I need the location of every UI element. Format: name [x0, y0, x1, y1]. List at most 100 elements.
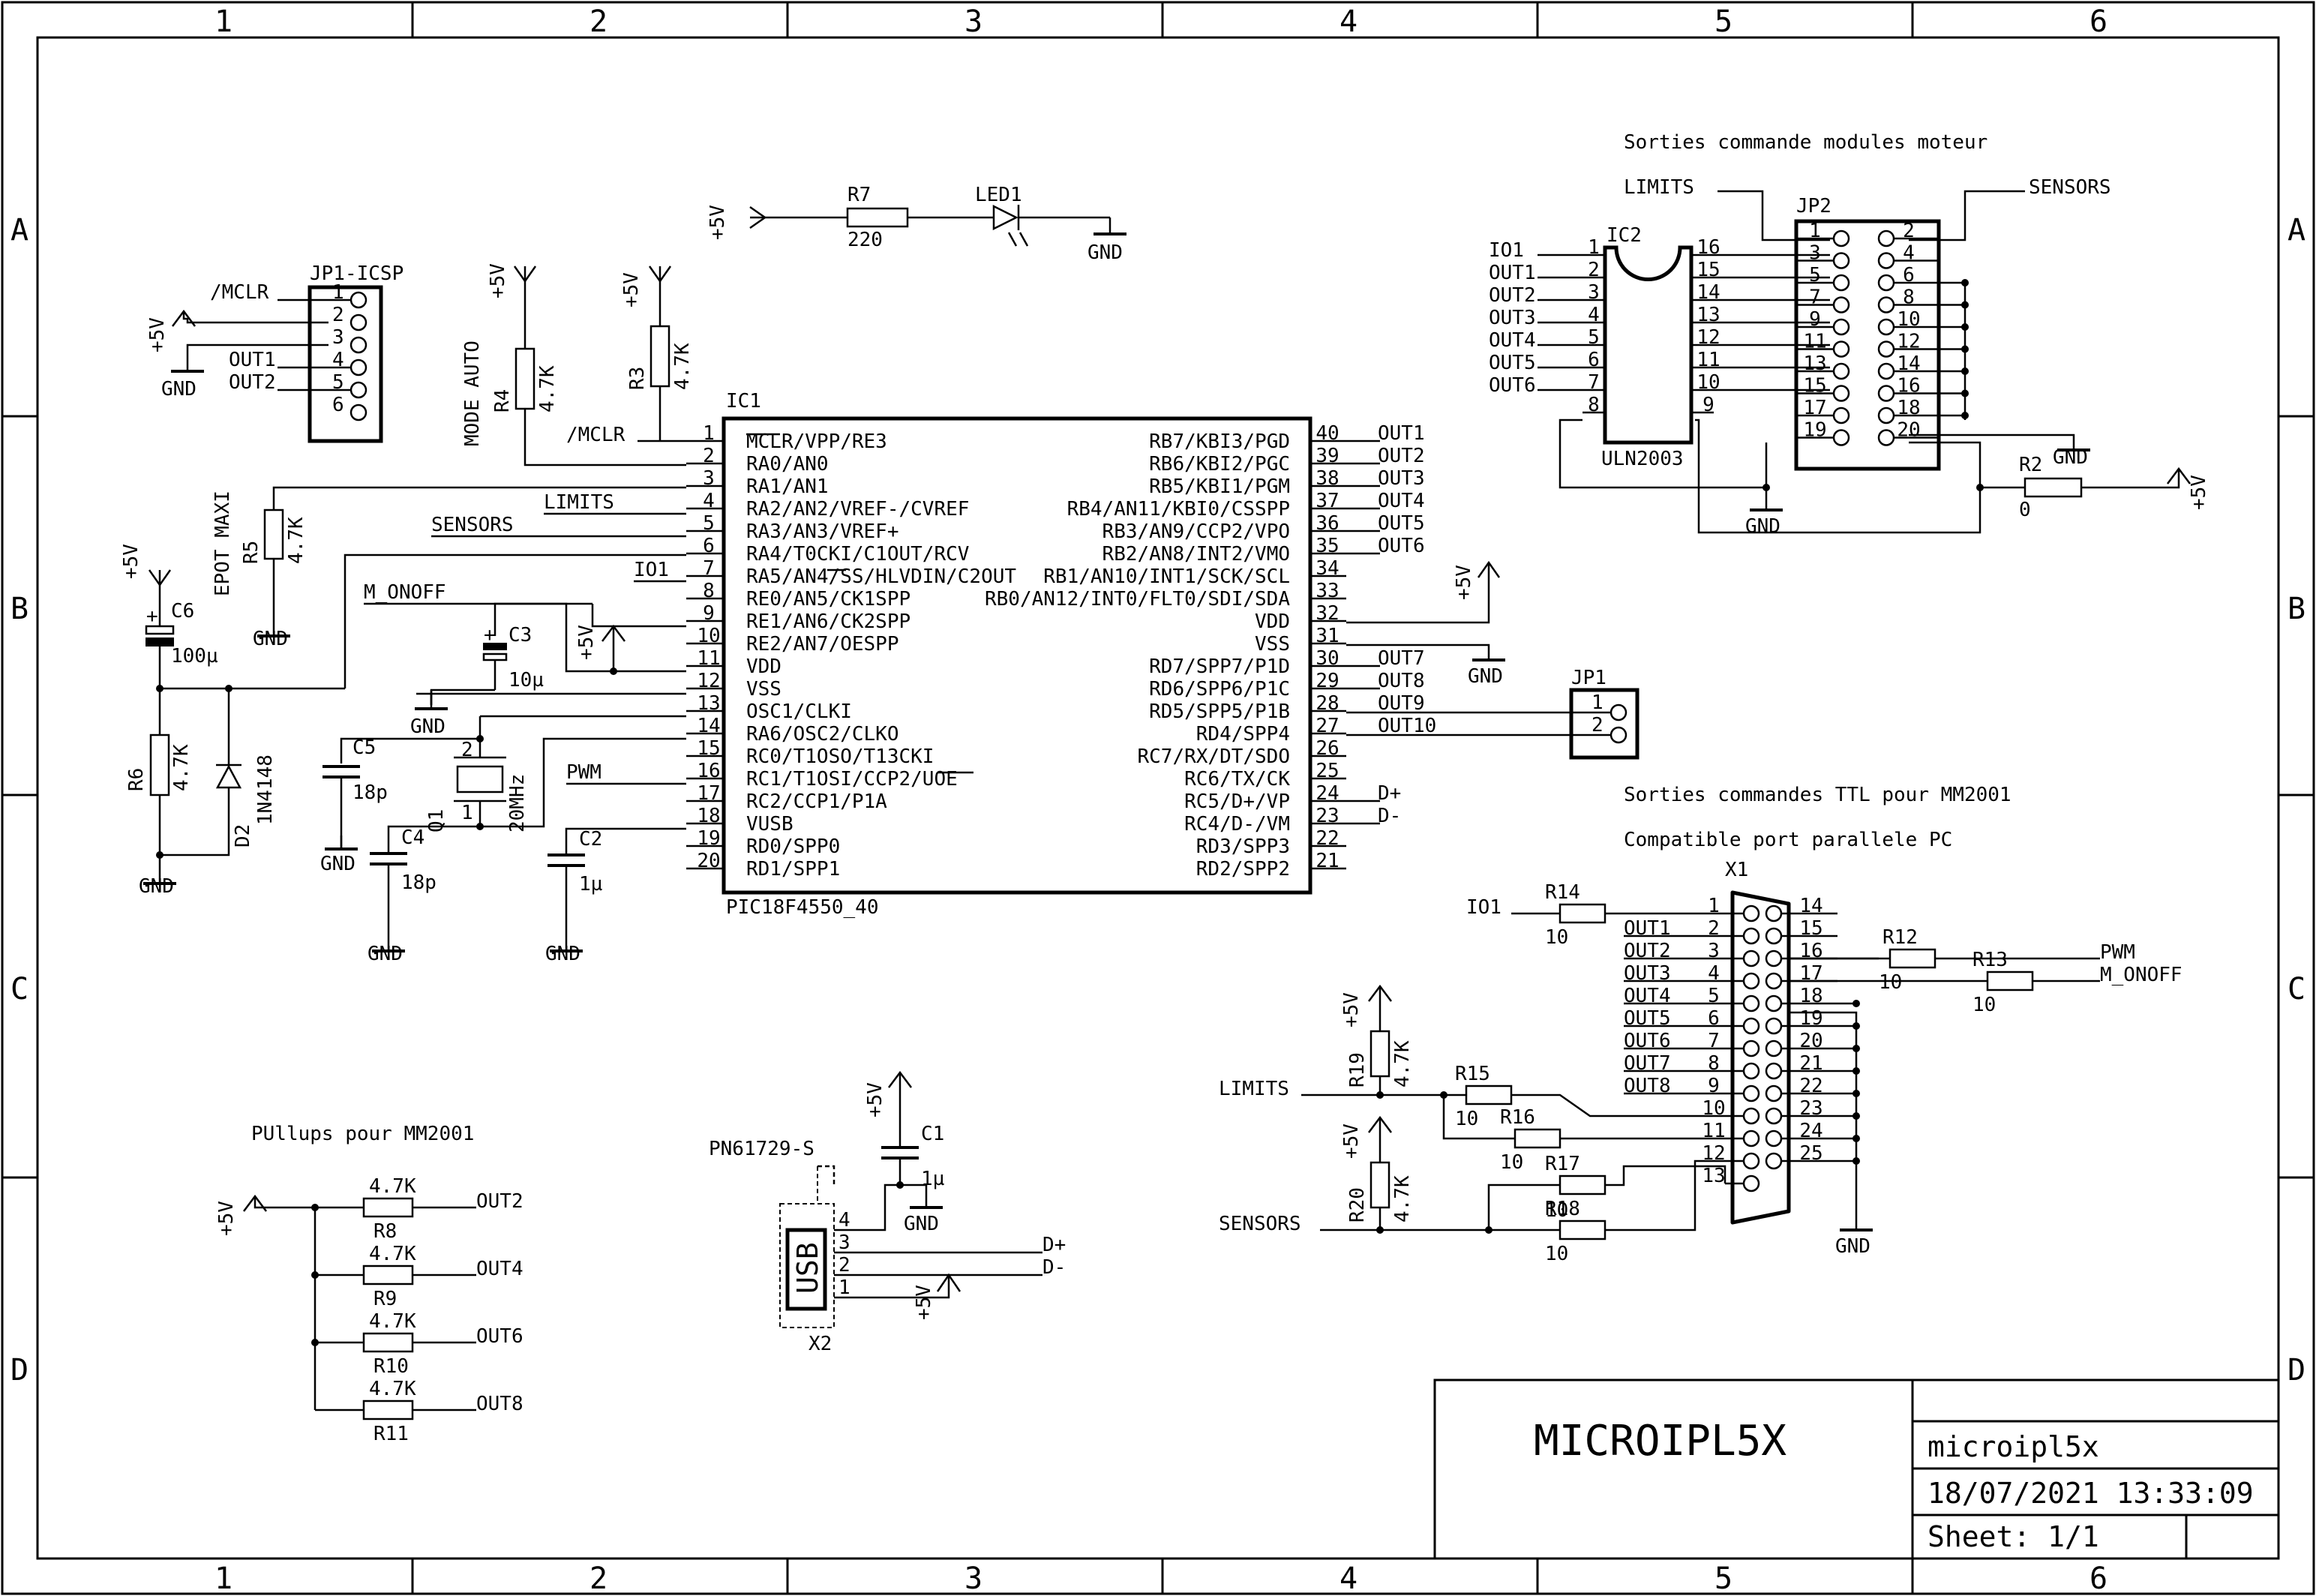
row-label-b-right: B — [2288, 592, 2306, 626]
ic2-pin-number: 7 — [1588, 371, 1600, 394]
col-label-5-bottom: 5 — [1714, 1562, 1732, 1596]
r9-ref: R9 — [374, 1288, 397, 1310]
ic2-ref: IC2 — [1606, 224, 1642, 247]
jp2-pin-number: 3 — [1809, 242, 1821, 265]
ic1-pin-name: RA1/AN1 — [746, 476, 829, 498]
pullups-mm2001: PUllups pour MM2001 +5V 4.7K R8 OUT2 4.7… — [215, 1123, 524, 1445]
r8-ref: R8 — [374, 1220, 397, 1243]
jp2-limits: LIMITS — [1624, 176, 1694, 199]
ic1-pin-number: 12 — [697, 670, 720, 692]
gnd-jp2: GND — [2053, 446, 2088, 469]
x1-net-label: OUT5 — [1624, 1007, 1671, 1030]
x1-net-label: OUT6 — [1624, 1030, 1671, 1052]
ic1-pin-number: 14 — [697, 715, 720, 737]
ic1-pin-number: 13 — [697, 692, 720, 715]
r6-ref: R6 — [125, 768, 148, 791]
gnd-r5: GND — [253, 628, 288, 650]
q1-value: 20MHz — [506, 774, 529, 832]
r4-mode-auto: +5V R4 4.7K MODE AUTO — [461, 263, 686, 466]
r15-ref: R15 — [1455, 1063, 1490, 1085]
x1-limits: LIMITS — [1219, 1078, 1289, 1100]
x1-m-onoff: M_ONOFF — [2100, 964, 2182, 986]
file-name: microipl5x — [1928, 1430, 2099, 1463]
ic1-pin-name: RA2/AN2/VREF-/CVREF — [746, 498, 969, 520]
ic1-pin-name: RC4/D-/VM — [1184, 813, 1290, 836]
r16-ref: R16 — [1500, 1106, 1535, 1129]
ic1-ref: IC1 — [726, 390, 761, 412]
ttl-note: Sorties commandes TTL pour MM2001 — [1624, 784, 2012, 806]
r11-ref: R11 — [374, 1423, 409, 1445]
row-label-d: D — [10, 1353, 28, 1388]
r15-value: 10 — [1455, 1108, 1478, 1130]
ic1-pin-name: RD4/SPP4 — [1196, 723, 1290, 746]
x1-ref: X1 — [1725, 859, 1748, 881]
ic1-pin-name: RC1/T1OSI/CCP2/UOE — [746, 768, 958, 790]
ic2-net-label: OUT6 — [1489, 374, 1536, 397]
ic1-pin-name: RC6/TX/CK — [1184, 768, 1290, 790]
net-limits: LIMITS — [544, 491, 614, 514]
ic1-pin-name: RB0/AN12/INT0/FLT0/SDI/SDA — [985, 588, 1290, 610]
ic1-right-net-label: OUT7 — [1378, 647, 1425, 670]
ic1-pin-name: RB1/AN10/INT1/SCK/SCL — [1043, 566, 1290, 588]
r5-epot-maxi: GND R5 4.7K EPOT MAXI — [212, 486, 686, 650]
x2-pin-3: 3 — [838, 1232, 850, 1254]
x1-pin-number: 2 — [1708, 917, 1720, 940]
c6-value: 100µ — [171, 645, 218, 668]
pullup-out6: OUT6 — [476, 1325, 524, 1348]
ic1-pin-number: 30 — [1316, 647, 1339, 670]
ic2-pin-number: 4 — [1588, 304, 1600, 326]
x1-pin-number: 13 — [1702, 1165, 1725, 1187]
ic1-right-net-label: OUT2 — [1378, 445, 1425, 467]
ic1-right-net-label: OUT9 — [1378, 692, 1425, 715]
jp1-header: 1 2 JP1 — [1346, 667, 1640, 760]
net-mclr: /MCLR — [566, 424, 626, 446]
q1-ref: Q1 — [425, 809, 448, 832]
row-label-b: B — [10, 592, 28, 626]
ic2-net-label: OUT5 — [1489, 352, 1536, 374]
c5-value: 18p — [352, 782, 388, 804]
ic1-pin-number: 4 — [703, 490, 715, 512]
r19-value: 4.7K — [1391, 1040, 1414, 1088]
sheet-number: Sheet: 1/1 — [1928, 1520, 2099, 1553]
c3-ref: C3 — [508, 624, 532, 646]
r4-value: 4.7K — [536, 365, 559, 412]
ic1-pin-number: 11 — [697, 647, 720, 670]
r13-ref: R13 — [1972, 949, 2008, 971]
ic1-pin-number: 37 — [1316, 490, 1339, 512]
col-label-3: 3 — [964, 4, 982, 39]
r9-value: 4.7K — [369, 1243, 416, 1265]
gnd-ic2: GND — [1745, 515, 1780, 538]
r5-ref: R5 — [240, 541, 262, 564]
c6-r6-d2-network: +5V + C6 100µ R6 4.7K D2 1N4148 GND — [120, 544, 686, 898]
icsp-pin-number: 5 — [332, 371, 344, 394]
ic1-right-net-label: OUT5 — [1378, 512, 1425, 535]
x1-net-label: OUT7 — [1624, 1052, 1671, 1075]
row-label-c-right: C — [2288, 972, 2306, 1006]
r14-ref: R14 — [1545, 881, 1580, 904]
icsp-pin-number: 6 — [332, 394, 344, 416]
ic1-pin-number: 38 — [1316, 467, 1339, 490]
ic1-pin-name: RD1/SPP1 — [746, 858, 840, 880]
jp1-pin-1: 1 — [1592, 692, 1604, 714]
c2-value: 1µ — [579, 873, 602, 896]
r3-mclr-pullup: +5V R3 4.7K — [620, 266, 694, 441]
ic1-pin-name: RE0/AN5/CK1SPP — [746, 588, 910, 610]
ic1-pin-name: RB6/KBI2/PGC — [1149, 453, 1290, 476]
ic1-pin-number: 40 — [1316, 422, 1339, 445]
jp1-pin-2: 2 — [1592, 714, 1604, 736]
motor-note: Sorties commande modules moteur — [1624, 131, 1988, 154]
ic1-pin-name: VDD — [1255, 610, 1290, 633]
r17-ref: R17 — [1545, 1153, 1580, 1175]
ic1-pin-number: 8 — [703, 580, 715, 602]
x1-net-label: OUT8 — [1624, 1075, 1671, 1097]
ic1-right-net-label: OUT8 — [1378, 670, 1425, 692]
x1-pwm: PWM — [2100, 941, 2135, 964]
svg-text:+: + — [146, 605, 158, 628]
gnd-x1: GND — [1835, 1235, 1870, 1258]
ic2-net-label: OUT4 — [1489, 329, 1536, 352]
gnd-icsp: GND — [161, 378, 196, 400]
ic1-pin-number: 39 — [1316, 445, 1339, 467]
usb-v5: +5V — [913, 1285, 935, 1320]
ic1-pin-name: RC7/RX/DT/SDO — [1138, 746, 1291, 768]
